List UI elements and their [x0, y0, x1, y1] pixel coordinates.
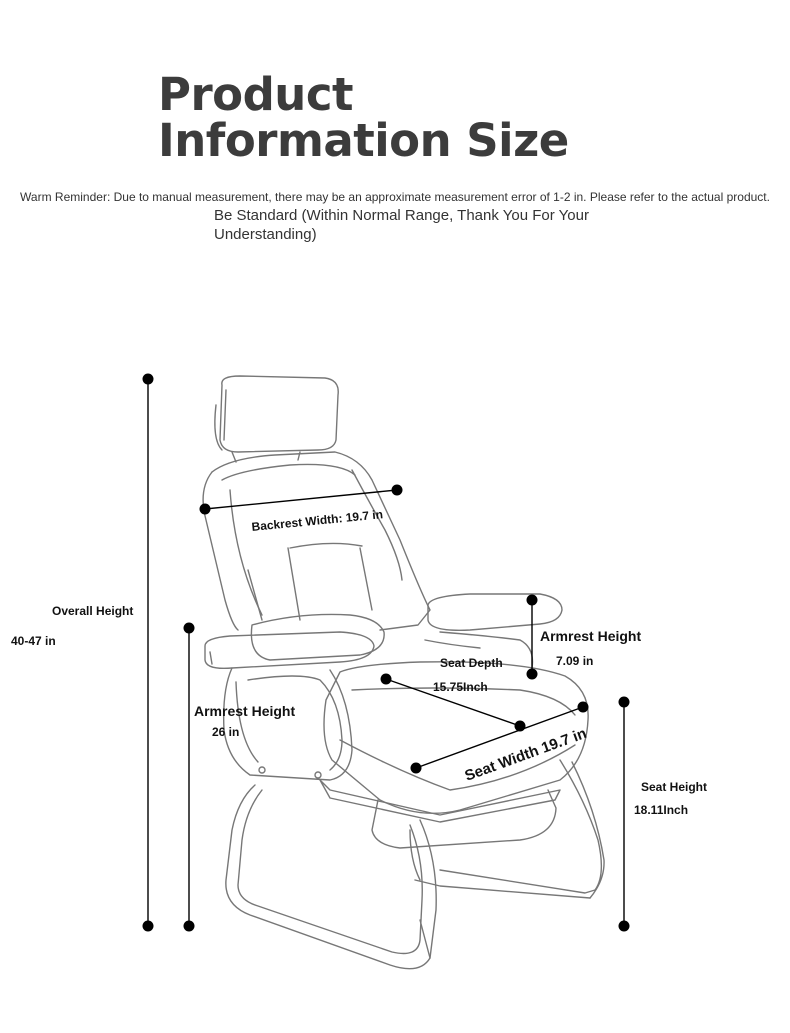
endpoint-dot — [391, 484, 403, 496]
endpoint-dot — [514, 720, 526, 732]
endpoint-dot — [183, 920, 195, 932]
page-title: Product Information Size — [158, 72, 569, 164]
armrest-height-floor-label: Armrest Height — [194, 703, 296, 719]
title-line-2: Information Size — [158, 114, 569, 167]
chair-outline — [202, 375, 605, 970]
seat-width-line — [415, 706, 584, 769]
seat-depth-line — [385, 678, 521, 727]
measurement-endpoints — [142, 373, 630, 932]
seat-depth-value: 15.75Inch — [433, 680, 488, 694]
endpoint-dot — [618, 920, 630, 932]
standard-note: Be Standard (Within Normal Range, Thank … — [214, 207, 589, 243]
backrest-width-label: Backrest Width: 19.7 in — [251, 507, 384, 534]
seat-depth-label: Seat Depth — [440, 656, 503, 670]
seat-height-value: 18.11Inch — [634, 803, 689, 817]
endpoint-dot — [526, 594, 538, 606]
endpoint-dot — [618, 696, 630, 708]
measurement-lines — [147, 379, 625, 926]
endpoint-dot — [410, 762, 422, 774]
armrest-height-seat-value: 7.09 in — [556, 654, 594, 668]
seat-height-label: Seat Height — [641, 780, 708, 794]
warm-reminder: Warm Reminder: Due to manual measurement… — [20, 190, 770, 204]
endpoint-dot — [577, 701, 589, 713]
armrest-height-floor-value: 26 in — [212, 725, 240, 739]
overall-height-value: 40-47 in — [11, 634, 56, 648]
endpoint-dot — [526, 668, 538, 680]
armrest-height-seat-label: Armrest Height — [540, 628, 642, 644]
endpoint-dot — [142, 920, 154, 932]
overall-height-label: Overall Height — [52, 604, 134, 618]
backrest-width-line — [204, 489, 398, 510]
endpoint-dot — [380, 673, 392, 685]
endpoint-dot — [183, 622, 195, 634]
endpoint-dot — [199, 503, 211, 515]
title-line-1: Product — [158, 68, 354, 121]
endpoint-dot — [142, 373, 154, 385]
